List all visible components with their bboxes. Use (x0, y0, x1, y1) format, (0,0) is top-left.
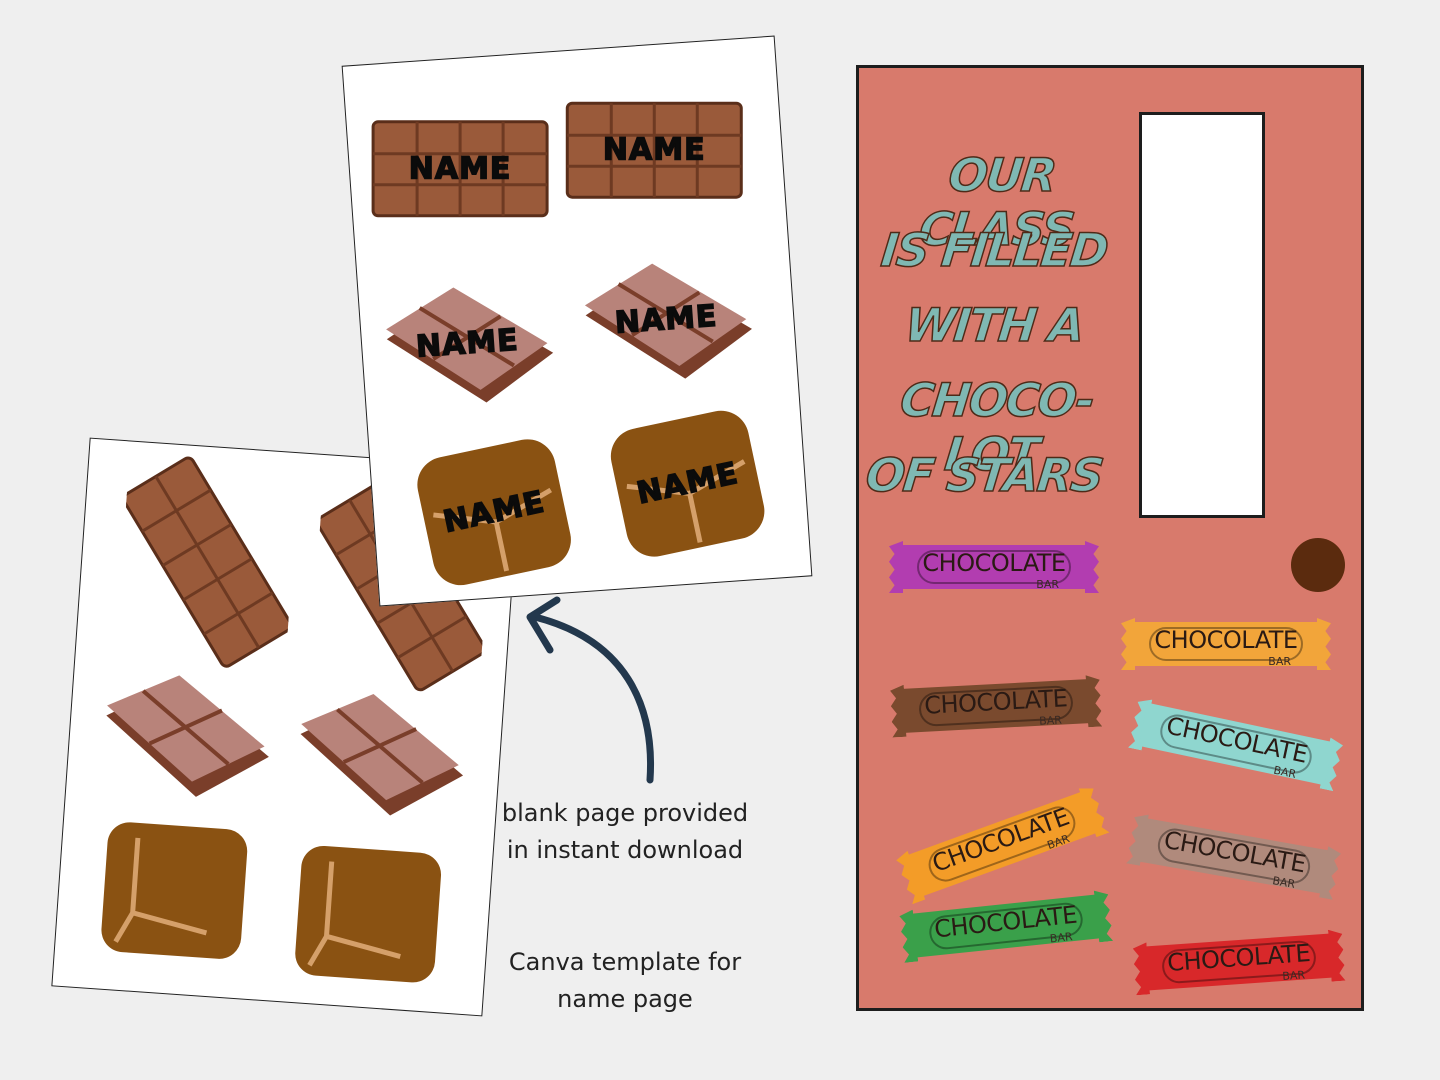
blank-page-caption: blank page provided in instant download (501, 799, 749, 864)
chocolate-bar-icon (371, 120, 549, 218)
wrapper-label-oval (1149, 627, 1303, 661)
wrapper-text: CHOCOLATE (1154, 626, 1298, 654)
door-title-line: OF STARS (863, 447, 1106, 503)
name-page-sheet: NAME NAME NAME NAME NAME (341, 35, 813, 607)
wrapper-subtext: BAR (1271, 874, 1297, 891)
chocolate-block-name-card: NAME (567, 248, 766, 391)
wrapper-subtext: BAR (1281, 968, 1306, 983)
wrapper-subtext: BAR (1036, 578, 1059, 591)
curved-arrow-icon (526, 596, 655, 784)
chocolate-bar-name-card: NAME (564, 100, 744, 200)
wrapper-subtext: BAR (1049, 930, 1074, 946)
name-label: NAME (408, 151, 512, 187)
caramel-square-name-card: NAME (406, 428, 582, 596)
caramel-square-icon (295, 845, 442, 983)
wrapper-text: CHOCOLATE (922, 549, 1066, 577)
chocolate-bar-grid-icon (122, 456, 293, 668)
door-title-line: IS FILLED (878, 222, 1110, 278)
classroom-door: OUR CLASS IS FILLED WITH A CHOCO-LOT OF … (856, 65, 1364, 1011)
chocolate-bar-name-card: NAME (370, 119, 550, 219)
caramel-square-name-card: NAME (600, 400, 776, 568)
chocolate-block-icon (584, 263, 752, 379)
chocolate-bar-icon (565, 101, 743, 199)
chocolate-block-icon (106, 675, 269, 797)
canva-template-caption: Canva template for name page (508, 948, 742, 1013)
wrapper-subtext: BAR (1038, 713, 1063, 728)
chocolate-block-icon (300, 694, 464, 816)
name-label: NAME (602, 132, 706, 168)
caramel-square-icon (610, 410, 765, 557)
door-window (1139, 112, 1265, 518)
door-title-line: WITH A (902, 297, 1087, 353)
wrapper-subtext: BAR (1268, 655, 1291, 668)
door-knob (1291, 538, 1345, 592)
caramel-square-icon (101, 822, 248, 959)
caramel-square-icon (417, 439, 571, 586)
chocolate-block-name-card: NAME (368, 272, 567, 415)
wrapper-label-oval (917, 550, 1071, 584)
chocolate-block-icon (386, 287, 554, 403)
